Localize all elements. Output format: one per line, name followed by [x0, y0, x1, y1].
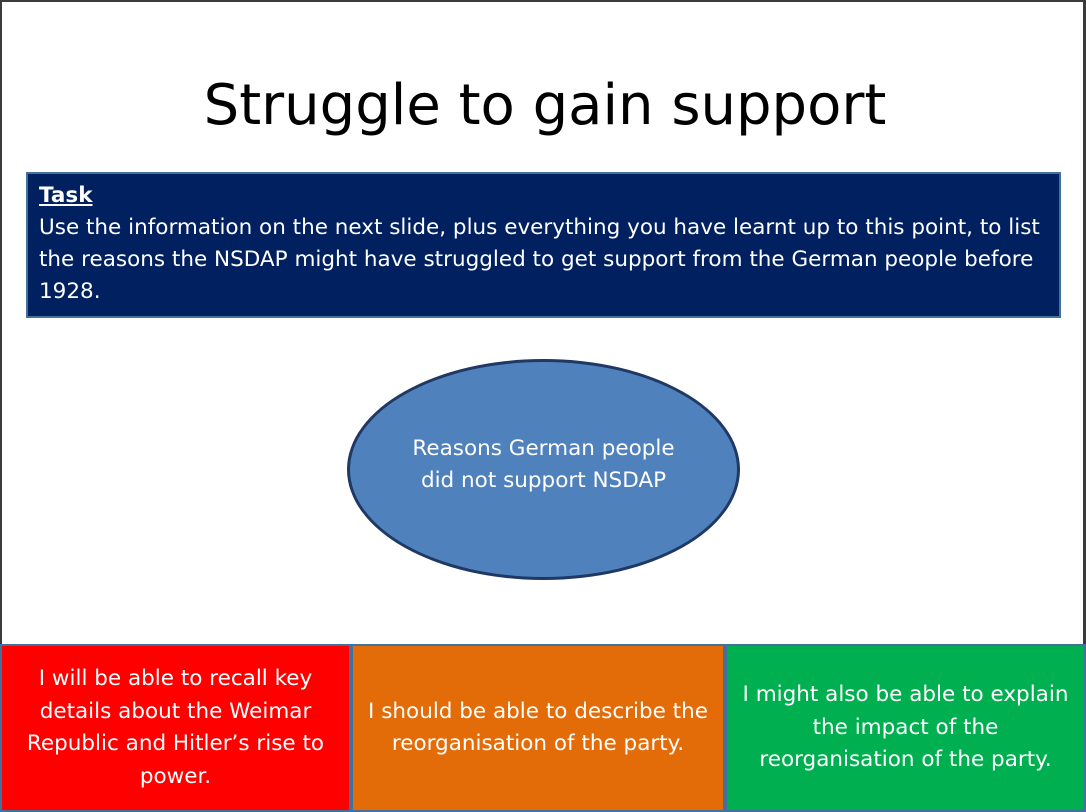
outcome-might-text: I might also be able to explain the impa… — [742, 682, 1069, 773]
task-heading: Task — [39, 183, 93, 208]
task-box: Task Use the information on the next sli… — [26, 172, 1061, 318]
outcome-should-box: I should be able to describe the reorgan… — [351, 644, 725, 812]
task-body: Use the information on the next slide, p… — [39, 215, 1040, 304]
learning-outcomes: I will be able to recall key details abo… — [0, 644, 1086, 812]
reasons-ellipse-label: Reasons German people did not support NS… — [412, 436, 675, 493]
outcome-should-text: I should be able to describe the reorgan… — [368, 698, 708, 757]
reasons-ellipse: Reasons German people did not support NS… — [347, 359, 740, 580]
outcome-will-box: I will be able to recall key details abo… — [0, 644, 351, 812]
slide-title: Struggle to gain support — [203, 73, 887, 138]
outcome-might-box: I might also be able to explain the impa… — [725, 644, 1086, 812]
outcome-will-text: I will be able to recall key details abo… — [26, 666, 325, 789]
